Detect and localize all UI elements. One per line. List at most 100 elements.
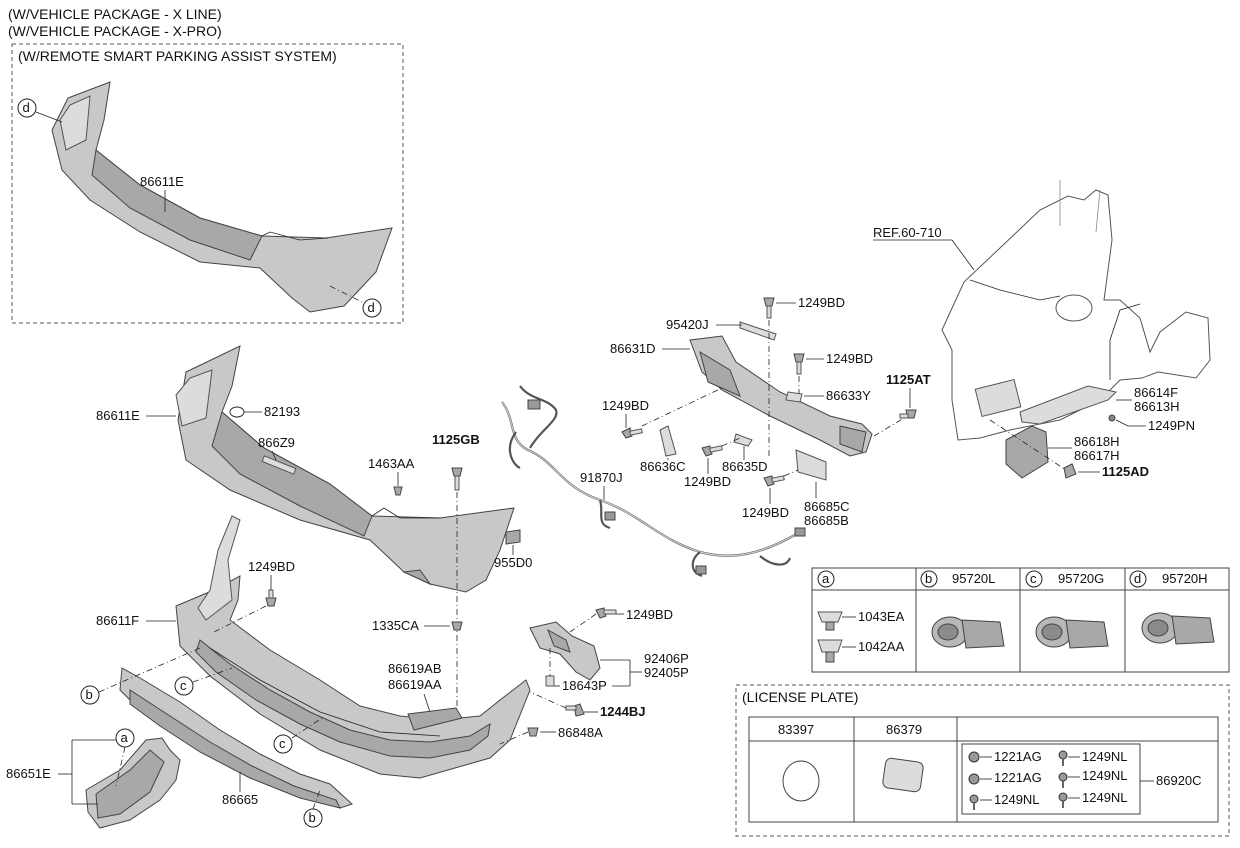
callout-c-center: c <box>273 734 293 754</box>
sensor-table-part-d: 95720H <box>1162 571 1208 586</box>
label-866Z9: 866Z9 <box>258 435 295 450</box>
label-1244BJ: 1244BJ <box>600 704 646 719</box>
inset-callout-d-bottom <box>362 298 382 318</box>
part-1335CA <box>451 621 463 631</box>
sensor-table-part-c: 95720G <box>1058 571 1104 586</box>
sensor-table-callout-a <box>817 570 835 588</box>
part-86848A <box>527 727 539 737</box>
label-1335CA: 1335CA <box>372 618 419 633</box>
label-1249BD-bottom: 1249BD <box>742 505 789 520</box>
svg-text:b: b <box>309 810 316 825</box>
license-plate-kit-box <box>961 743 1141 815</box>
kit-item-6: 1249NL <box>1082 790 1128 805</box>
screw-1221AG-1 <box>968 751 980 763</box>
label-1042AA: 1042AA <box>858 639 905 654</box>
label-1249BD-top: 1249BD <box>798 295 845 310</box>
part-18643P <box>545 675 555 687</box>
label-86614F: 86614F <box>1134 385 1178 400</box>
label-1463AA: 1463AA <box>368 456 415 471</box>
header-line-2: (W/VEHICLE PACKAGE - X-PRO) <box>8 23 222 39</box>
label-86619AB: 86619AB <box>388 661 442 676</box>
screw-1249NL-3 <box>969 794 979 810</box>
label-1249BD-mid: 1249BD <box>826 351 873 366</box>
label-1125AD: 1125AD <box>1102 464 1149 479</box>
label-1125AT: 1125AT <box>886 372 931 387</box>
bolt-1249BD-top <box>763 297 775 319</box>
callout-c-left: c <box>174 676 194 696</box>
label-95420J: 95420J <box>666 317 709 332</box>
inset-title: (W/REMOTE SMART PARKING ASSIST SYSTEM) <box>18 48 337 64</box>
svg-text:c: c <box>180 678 187 693</box>
screw-1221AG-2 <box>968 773 980 785</box>
label-86617H: 86617H <box>1074 448 1120 463</box>
bolt-1249BD-bracket <box>595 607 617 619</box>
kit-item-3: 1221AG <box>994 770 1042 785</box>
label-86611F: 86611F <box>96 613 139 628</box>
sensor-table-letter-a: a <box>822 571 830 586</box>
sensor-table-callout-b <box>920 570 938 588</box>
label-1249BD-lower: 1249BD <box>684 474 731 489</box>
label-82193: 82193 <box>264 404 300 419</box>
license-plate-col1: 83397 <box>778 722 814 737</box>
bolt-1125GB <box>451 467 463 491</box>
license-plate-col2: 86379 <box>886 722 922 737</box>
inset-callout-d-top <box>17 98 37 118</box>
label-1249BD-left: 1249BD <box>602 398 649 413</box>
inset-label-86611E: 86611E <box>140 174 184 189</box>
label-955D0: 955D0 <box>494 555 532 570</box>
bolt-1249BD-bottom <box>763 475 785 487</box>
side-trim-86651E <box>85 737 181 829</box>
bolt-1249BD-fascia <box>265 589 277 607</box>
sensor-table-letter-d: d <box>1134 571 1141 586</box>
clip-1043EA <box>817 611 843 631</box>
label-86685C: 86685C <box>804 499 850 514</box>
side-brackets <box>1005 385 1118 479</box>
wiring-harness-91870J <box>501 385 806 578</box>
skid-plate-86665 <box>119 667 353 809</box>
kit-item-1: 1221AG <box>994 749 1042 764</box>
label-1249PN: 1249PN <box>1148 418 1195 433</box>
screw-1249NL-4 <box>1058 792 1068 808</box>
label-86636C: 86636C <box>640 459 686 474</box>
rear-bumper-beam <box>659 321 873 481</box>
label-92406P: 92406P <box>644 651 689 666</box>
label-86613H: 86613H <box>1134 399 1180 414</box>
ref-quarter-panel <box>941 180 1211 441</box>
callout-a: a <box>115 728 135 748</box>
label-1043EA: 1043EA <box>858 609 905 624</box>
kit-item-5: 1249NL <box>994 792 1040 807</box>
label-86848A: 86848A <box>558 725 603 740</box>
bolt-1125AT <box>899 409 917 419</box>
sensor-table <box>811 567 1230 673</box>
part-955D0 <box>505 529 521 545</box>
bracket-92406P <box>529 621 601 681</box>
callout-b-bottom: b <box>303 808 323 828</box>
callout-b-left: b <box>80 685 100 705</box>
sensor-table-callout-c <box>1025 570 1043 588</box>
label-86665: 86665 <box>222 792 258 807</box>
svg-text:a: a <box>121 730 129 745</box>
label-86618H: 86618H <box>1074 434 1120 449</box>
license-plate-title: (LICENSE PLATE) <box>742 689 858 705</box>
license-plate-table <box>748 716 1219 823</box>
part-82193 <box>229 406 245 418</box>
kit-item-2: 1249NL <box>1082 749 1128 764</box>
label-86611E: 86611E <box>96 408 140 423</box>
label-1125GB: 1125GB <box>432 432 480 447</box>
sensor-95720H <box>1141 612 1215 645</box>
screw-1249NL-1 <box>1058 750 1068 766</box>
screw-1249NL-2 <box>1058 772 1068 788</box>
label-86633Y: 86633Y <box>826 388 871 403</box>
header-line-1: (W/VEHICLE PACKAGE - X LINE) <box>8 6 222 22</box>
sensor-95720L <box>931 616 1005 649</box>
part-86619AA <box>407 707 463 731</box>
label-92405P: 92405P <box>644 665 689 680</box>
inset-box <box>11 43 404 324</box>
license-plate-box <box>735 684 1230 837</box>
ref-label: REF.60-710 <box>873 225 942 240</box>
part-1463AA <box>393 486 403 496</box>
inset-bumper-cover <box>51 81 393 313</box>
part-866Z9 <box>261 455 297 475</box>
